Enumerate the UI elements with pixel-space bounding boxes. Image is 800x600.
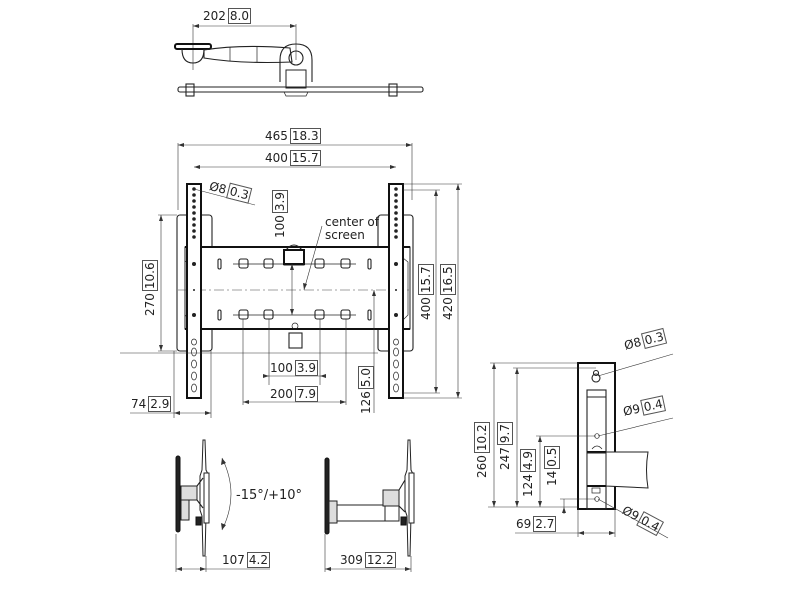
dim-bottom-hole-height: 140.5 [544, 445, 560, 486]
dim-value-mm: 126 [359, 391, 373, 414]
dim-value-mm: 69 [516, 517, 532, 531]
wall-plate-view [488, 353, 674, 539]
front-view [120, 143, 462, 418]
dim-value-inch: 0.5 [544, 445, 560, 469]
top-view [174, 24, 424, 97]
dim-value-inch: 9.7 [497, 422, 513, 446]
vesa-holes [217, 258, 372, 321]
dim-value-mm: 420 [441, 297, 455, 320]
dim-value-inch: 10.6 [142, 260, 158, 292]
note-line-1: center of [325, 215, 379, 229]
dim-value-mm: 100 [273, 215, 287, 238]
dim-value-inch: 2.9 [148, 396, 172, 412]
dim-value-inch: 2.7 [533, 516, 557, 532]
rail-holes [191, 187, 399, 393]
dim-value-inch: 18.3 [289, 128, 321, 144]
dim-vertical-offset: 1003.9 [272, 190, 288, 238]
dim-middle-hole-height: 1244.9 [520, 449, 536, 497]
dim-value-mm: 200 [270, 387, 293, 401]
dim-rail-length-inner: 40015.7 [418, 264, 434, 320]
dim-value-inch: 16.5 [440, 264, 456, 296]
side-view-extended [324, 439, 415, 572]
dim-value-mm: 202 [203, 9, 226, 23]
dim-value-mm: 260 [475, 455, 489, 478]
dim-value-mm: 9 [631, 401, 642, 417]
dim-value-inch: 8.0 [227, 8, 251, 24]
dim-value-mm: 309 [340, 553, 363, 567]
center-of-screen-note: center of screen [325, 216, 379, 242]
tilt-range-label: -15°/+10° [236, 488, 303, 503]
dim-value-mm: 247 [498, 447, 512, 470]
dim-value-mm: 124 [521, 474, 535, 497]
dim-value-inch: 5.0 [358, 366, 374, 390]
dim-value-inch: 12.2 [364, 552, 396, 568]
dim-plate-height: 27010.6 [142, 260, 158, 316]
dim-value-inch: 7.9 [294, 386, 318, 402]
dim-center-to-bottom: 1265.0 [358, 366, 374, 414]
dim-rail-length-outer: 42016.5 [440, 264, 456, 320]
dim-value-mm: 400 [419, 297, 433, 320]
dim-value-mm: 100 [270, 361, 293, 375]
note-line-2: screen [325, 228, 365, 242]
dim-value-inch: 15.7 [418, 264, 434, 296]
side-view-folded [175, 439, 270, 572]
dim-value-inch: 4.2 [246, 552, 270, 568]
dim-value-mm: 14 [545, 470, 559, 486]
dim-value-mm: 107 [222, 553, 245, 567]
dim-value-inch: 3.9 [294, 360, 318, 376]
dim-total-height: 26010.2 [474, 422, 490, 478]
dim-value-inch: 3.9 [272, 190, 288, 214]
dim-value-mm: 270 [143, 293, 157, 316]
dim-value-mm: 400 [265, 151, 288, 165]
dim-value-mm: 465 [265, 129, 288, 143]
dim-value-inch: 4.9 [520, 449, 536, 473]
dim-value-inch: 10.2 [474, 422, 490, 454]
dim-value-mm: 74 [131, 397, 147, 411]
dim-value-inch: 15.7 [289, 150, 321, 166]
dim-keyhole-height: 2479.7 [497, 422, 513, 470]
